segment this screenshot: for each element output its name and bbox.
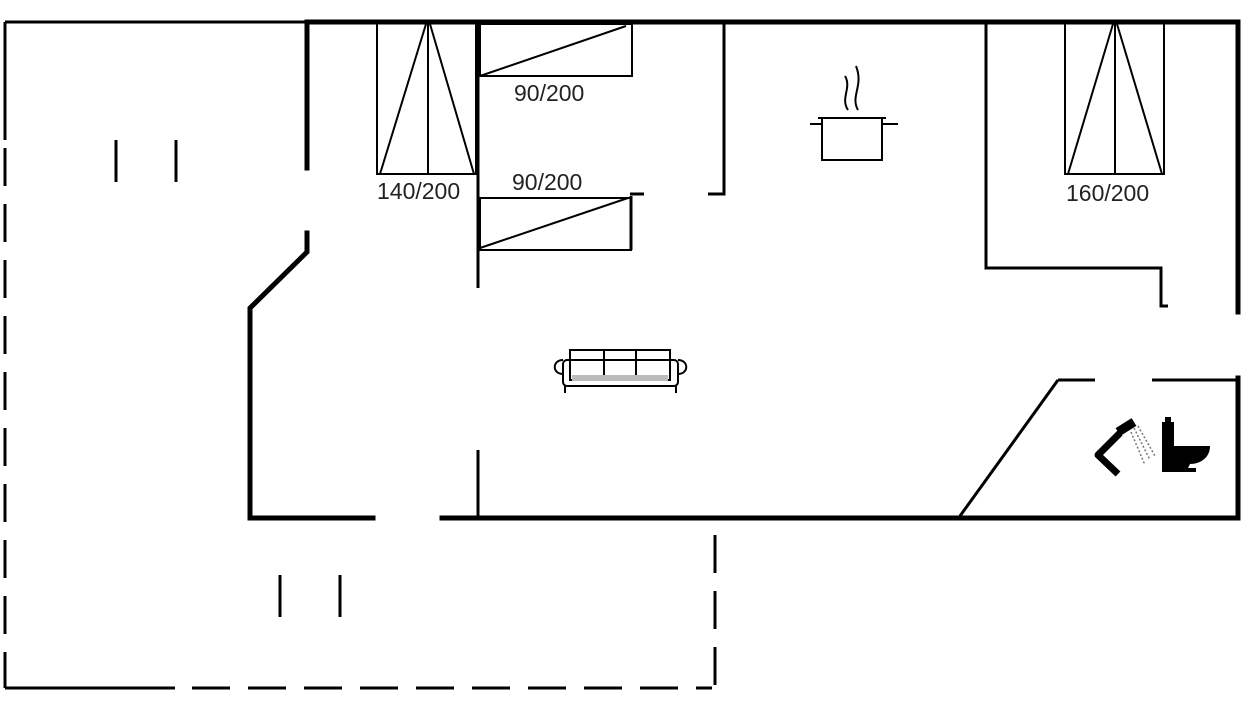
bed-double-140 [376,21,477,175]
sofa-icon [553,349,688,393]
terrace-outline [3,20,717,690]
bed-label-90-top: 90/200 [514,80,585,106]
toilet-icon [1162,417,1210,472]
bed-label-160: 160/200 [1066,180,1150,206]
bed-single-bottom [479,196,633,251]
interior-walls [476,22,1238,518]
bed-label-140: 140/200 [377,178,461,204]
shower-icon [1094,418,1156,477]
exterior-walls [247,19,1241,521]
bed-double-160 [1064,21,1165,175]
bed-label-90-bottom: 90/200 [512,169,583,195]
kitchen-pot-icon [810,65,898,161]
bed-single-top [479,23,633,77]
